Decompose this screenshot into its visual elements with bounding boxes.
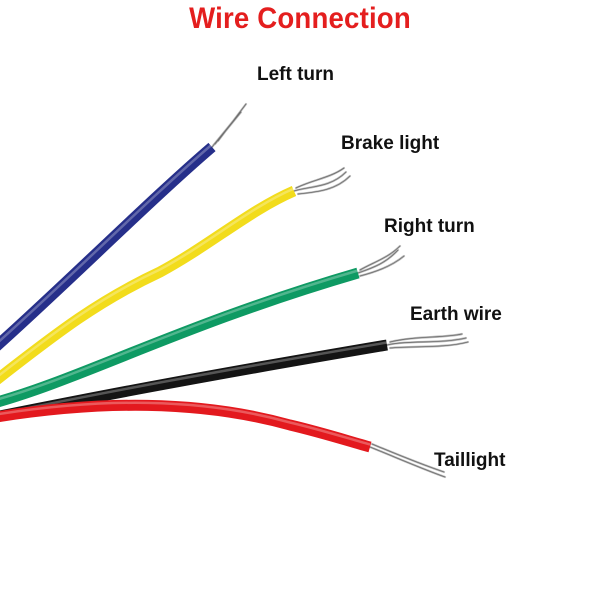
label-taillight: Taillight — [434, 450, 506, 471]
wire-brake-light-strands-shade — [293, 167, 351, 195]
wire-right-turn-highlight — [0, 269, 359, 400]
wire-brake-light-insulation — [0, 185, 297, 385]
wire-brake-light-highlight — [0, 187, 295, 377]
wire-earth-wire-strands-shade — [386, 333, 469, 349]
wire-right-turn-insulation — [0, 267, 360, 407]
wire-taillight-highlight — [0, 401, 371, 446]
wire-right-turn-strands-shade — [357, 245, 405, 277]
wire-left-turn-insulation — [0, 142, 216, 351]
wire-brake-light-strands — [292, 166, 352, 196]
wire-right-turn — [0, 244, 406, 407]
label-earth-wire: Earth wire — [410, 304, 502, 325]
wire-taillight — [0, 399, 447, 479]
wire-left-turn-highlight — [0, 143, 213, 343]
label-right-turn: Right turn — [384, 216, 475, 237]
wire-taillight-strands-shade — [369, 443, 446, 478]
diagram-title: Wire Connection — [189, 2, 411, 35]
wire-brake-light — [0, 166, 352, 385]
label-brake-light: Brake light — [341, 133, 440, 154]
wire-taillight-insulation — [0, 399, 372, 453]
wire-left-turn-strands-shade — [211, 103, 247, 148]
wire-left-turn — [0, 102, 248, 351]
wire-earth-wire-strands — [385, 332, 470, 350]
label-left-turn: Left turn — [257, 64, 335, 85]
